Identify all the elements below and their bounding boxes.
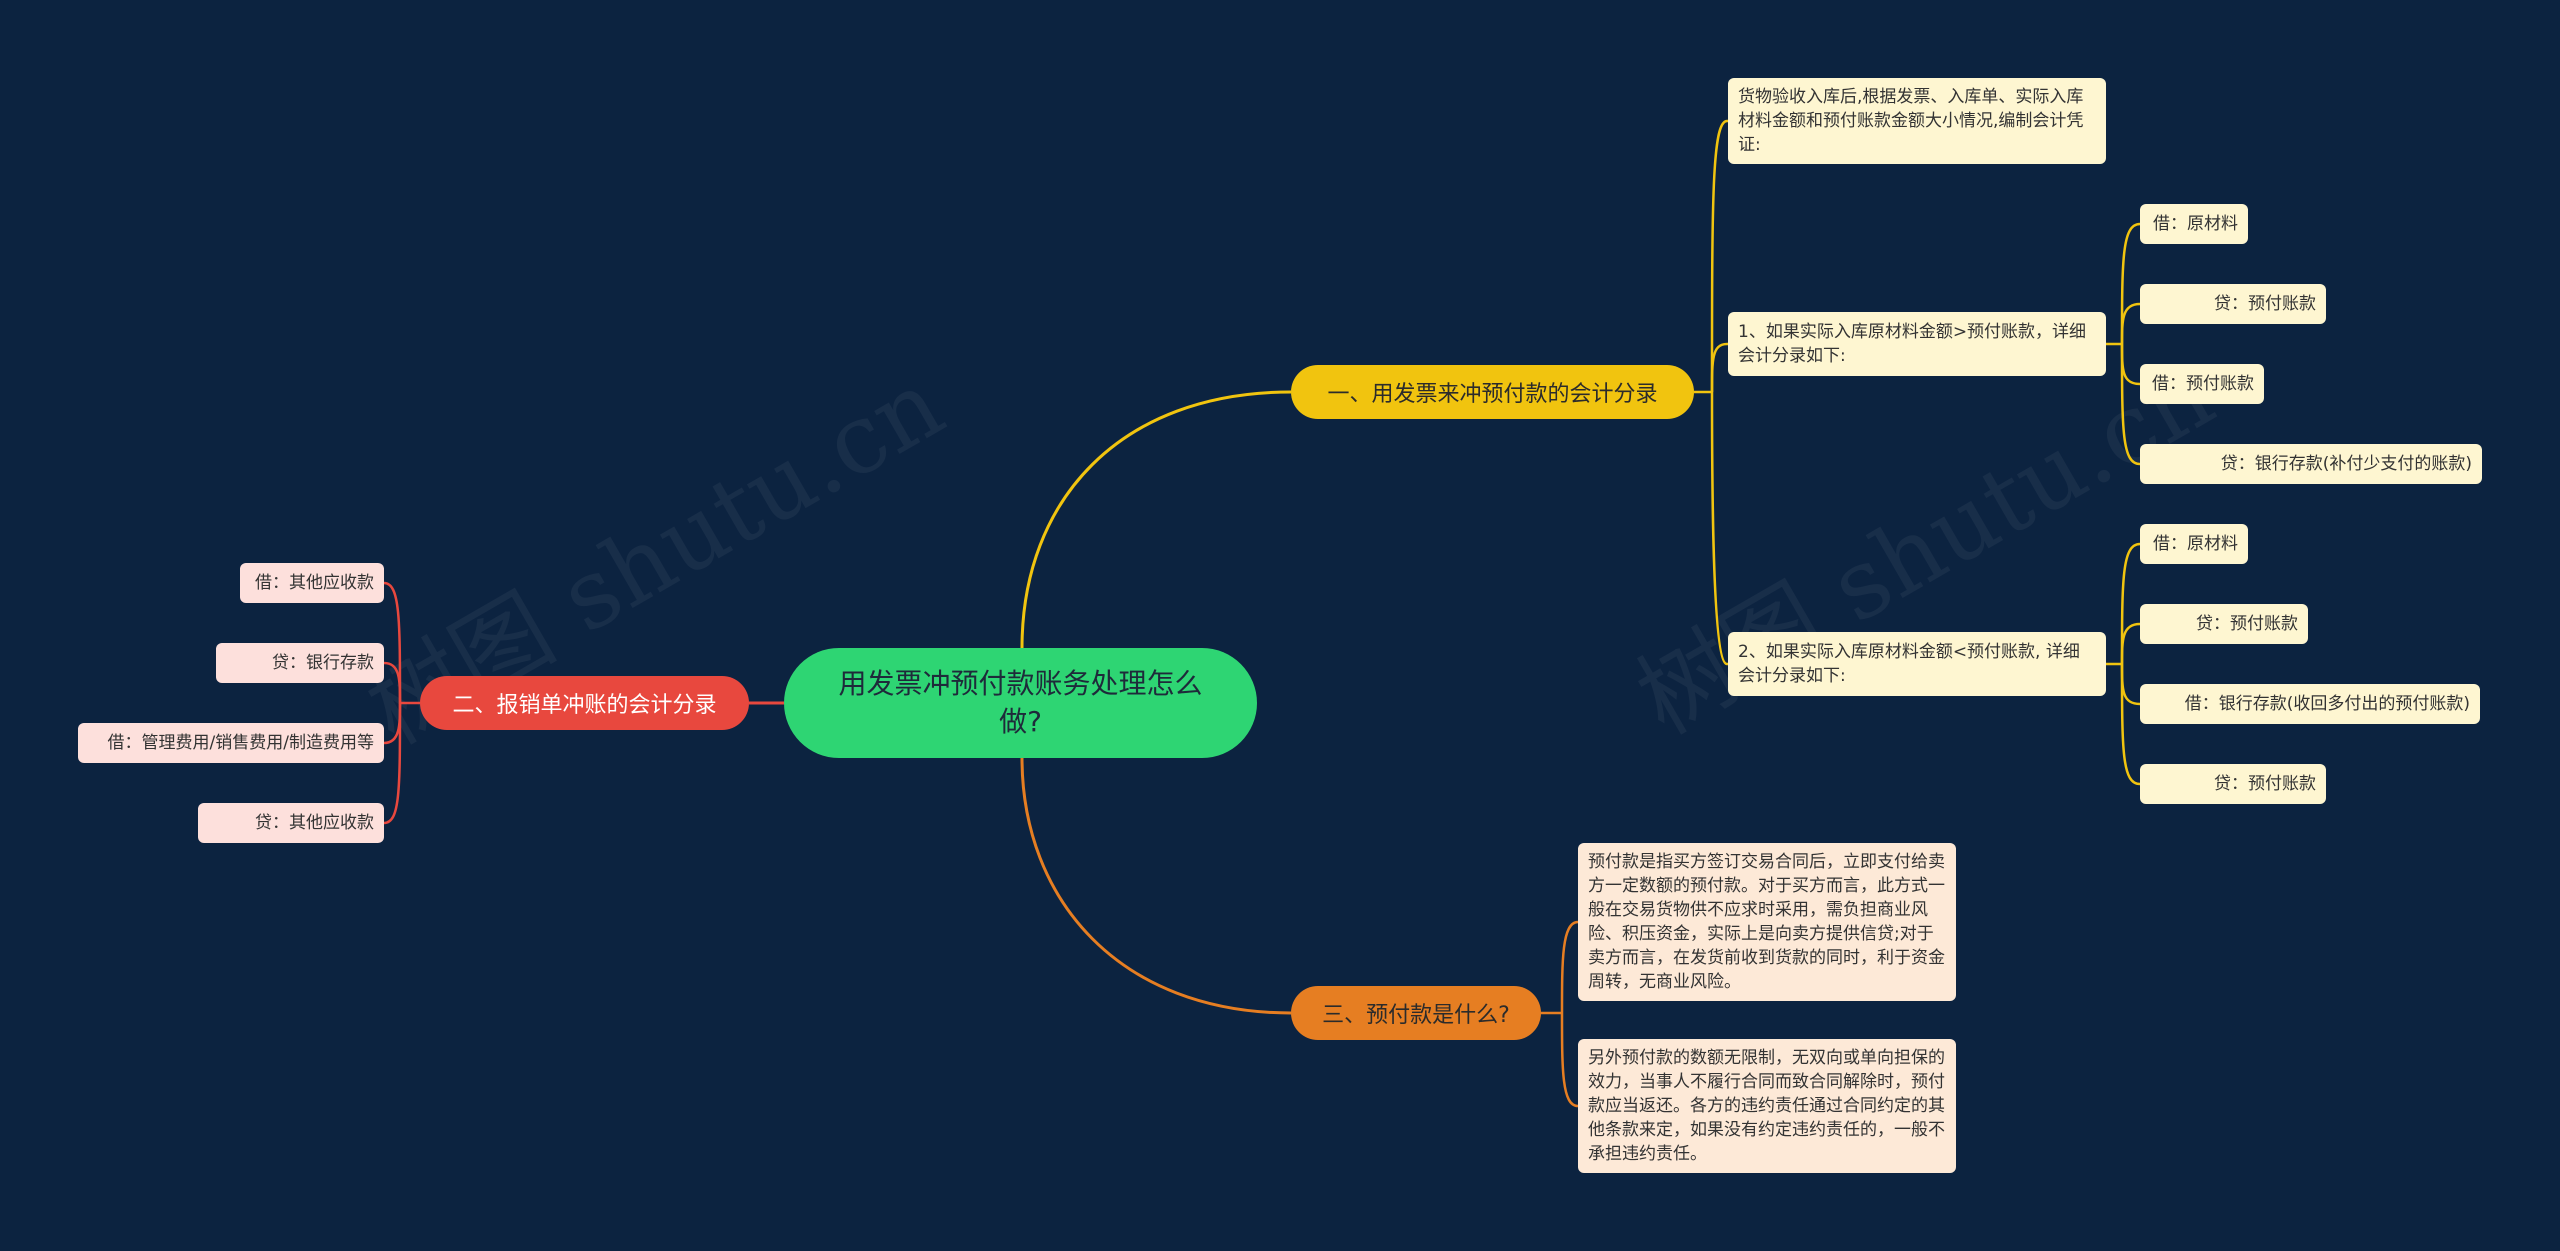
- entry-credit-prepaid-2[interactable]: 贷：预付账款: [2140, 604, 2308, 644]
- entry-credit-prepaid-3[interactable]: 贷：预付账款: [2140, 764, 2326, 804]
- link-root-branch3: [1020, 757, 1292, 1015]
- branch-1-node-less[interactable]: 2、如果实际入库原材料金额<预付账款, 详细会计分录如下:: [1728, 632, 2106, 696]
- entry-debit-raw-material-2[interactable]: 借：原材料: [2140, 524, 2248, 564]
- entry-credit-bank-deposit[interactable]: 贷：银行存款(补付少支付的账款): [2140, 444, 2482, 484]
- entry-debit-prepaid[interactable]: 借：预付账款: [2140, 364, 2264, 404]
- prepayment-definition[interactable]: 预付款是指买方签订交易合同后，立即支付给卖方一定数额的预付款。对于买方而言，此方…: [1578, 843, 1956, 1001]
- reimburse-credit-bank[interactable]: 贷：银行存款: [216, 643, 384, 683]
- root-topic[interactable]: 用发票冲预付款账务处理怎么做?: [784, 648, 1257, 758]
- branch-2-topic[interactable]: 二、报销单冲账的会计分录: [420, 676, 749, 730]
- branch-3-topic[interactable]: 三、预付款是什么?: [1291, 986, 1541, 1040]
- links-branch3: [1541, 920, 1579, 1108]
- entry-credit-prepaid[interactable]: 贷：预付账款: [2140, 284, 2326, 324]
- links-branch1: [1694, 119, 2141, 786]
- reimburse-debit-expenses[interactable]: 借：管理费用/销售费用/制造费用等: [78, 723, 384, 763]
- reimburse-debit-other-receivable[interactable]: 借：其他应收款: [240, 563, 384, 603]
- reimburse-credit-other-receivable[interactable]: 贷：其他应收款: [198, 803, 384, 843]
- links-branch2: [383, 581, 420, 825]
- branch-1-node-greater[interactable]: 1、如果实际入库原材料金额>预付账款，详细会计分录如下:: [1728, 312, 2106, 376]
- branch-1-node-voucher[interactable]: 货物验收入库后,根据发票、入库单、实际入库材料金额和预付账款金额大小情况,编制会…: [1728, 78, 2106, 164]
- entry-debit-bank-deposit[interactable]: 借：银行存款(收回多付出的预付账款): [2140, 684, 2480, 724]
- link-root-branch1: [1020, 390, 1292, 649]
- prepayment-liability[interactable]: 另外预付款的数额无限制，无双向或单向担保的效力，当事人不履行合同而致合同解除时，…: [1578, 1039, 1956, 1173]
- entry-debit-raw-material[interactable]: 借：原材料: [2140, 204, 2248, 244]
- branch-1-topic[interactable]: 一、用发票来冲预付款的会计分录: [1291, 365, 1694, 419]
